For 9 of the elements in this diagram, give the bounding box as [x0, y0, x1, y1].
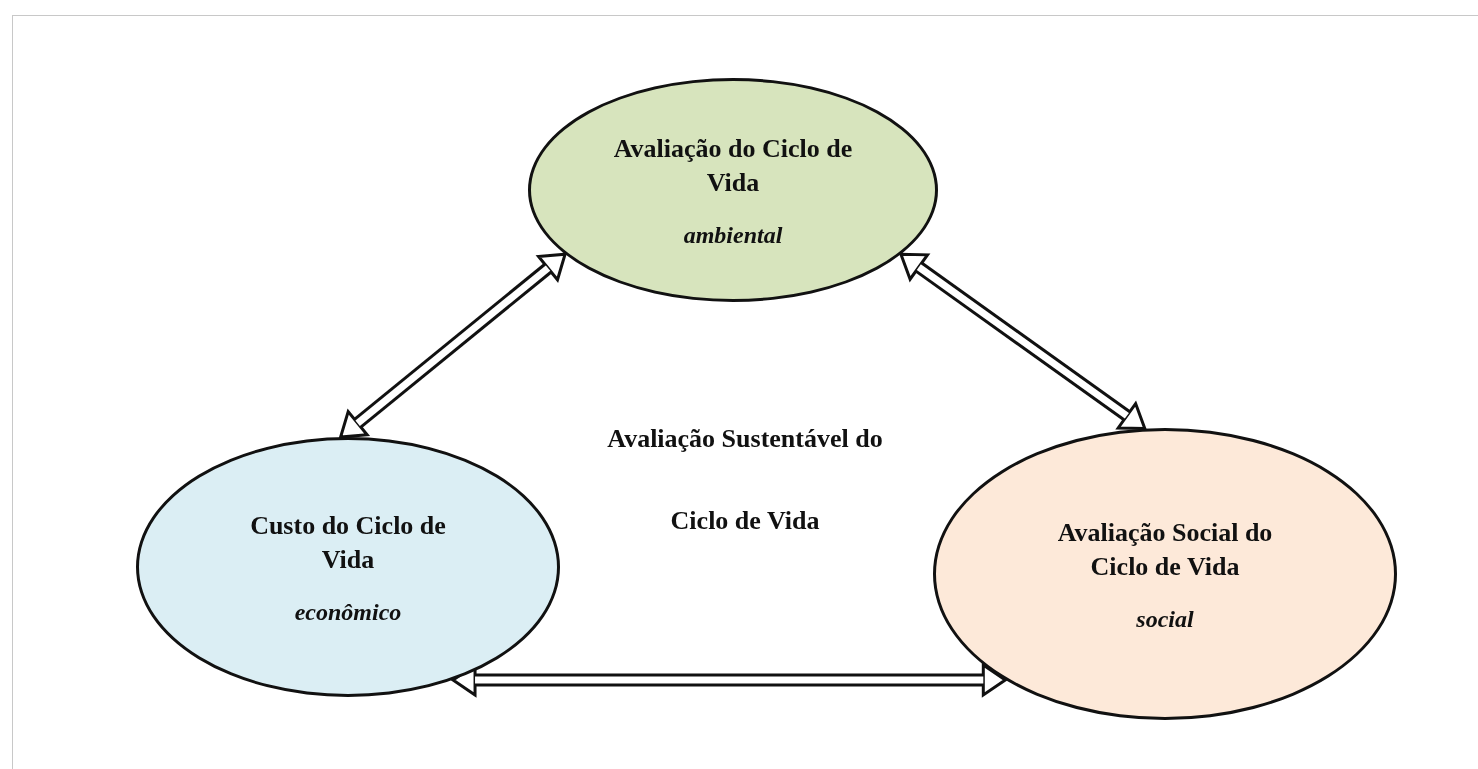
node-subtitle: econômico [294, 598, 402, 626]
node-title: Avaliação Social do Ciclo de Vida [1056, 516, 1274, 583]
node-subtitle: ambiental [683, 221, 783, 249]
center-label: Avaliação Sustentável do Ciclo de Vida [606, 423, 884, 537]
node-title: Avaliação do Ciclo de Vida [613, 132, 853, 199]
double-line-arrow [451, 663, 1007, 697]
double-line-arrow [339, 252, 567, 439]
node-subtitle: social [1136, 605, 1194, 633]
node-title: Custo do Ciclo de Vida [249, 509, 447, 576]
